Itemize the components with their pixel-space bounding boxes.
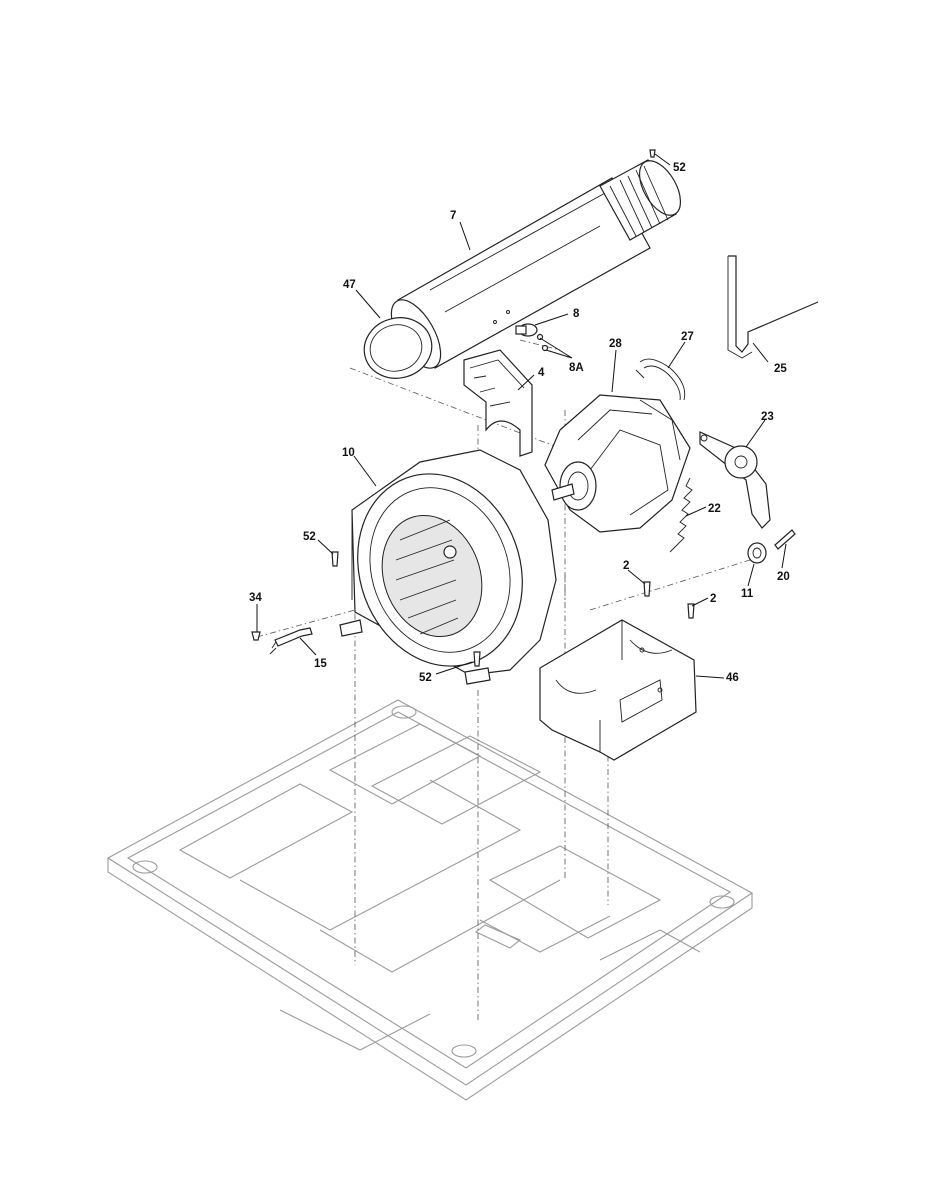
blower-housing-part-10 [339,449,557,685]
screw-part-52-top [649,149,656,158]
motor-part-28 [544,394,691,533]
callout-8: 8 [573,308,580,320]
callout-25: 25 [774,363,787,375]
idler-pulley-part-11 [747,542,767,564]
thermistor-part-15 [269,627,313,655]
callout-labels: 52 7 47 8 8A 4 28 27 25 23 10 22 52 20 2… [249,162,790,684]
screw-part-52-lower [473,651,481,667]
callout-52-top: 52 [673,162,686,174]
callout-4: 4 [538,367,545,379]
idler-spring-part-22 [669,477,693,553]
support-bracket-part-25 [727,255,819,359]
callout-52-mid: 52 [303,531,316,543]
clamp-ring-part-47 [363,317,433,379]
leader-lines [256,153,787,679]
screw-part-2-right [687,603,695,619]
screw-part-52-mid [331,551,339,567]
callout-46: 46 [726,672,739,684]
callout-22: 22 [708,503,721,515]
callout-8A: 8A [569,362,584,374]
callout-34: 34 [249,592,262,604]
callout-15: 15 [314,658,327,670]
idler-arm-part-23 [699,431,771,529]
motor-mount-part-46 [539,619,697,761]
callout-23: 23 [761,411,774,423]
callout-28: 28 [609,338,622,350]
callout-2-right: 2 [710,593,716,605]
callout-10: 10 [342,447,355,459]
screw-part-20 [774,529,796,550]
callout-47: 47 [343,279,356,291]
callout-27: 27 [681,331,694,343]
callout-52-lower: 52 [419,672,432,684]
callout-20: 20 [777,571,790,583]
base-panel [106,699,754,1101]
thermostat-part-8 [493,310,549,352]
callout-2-left: 2 [623,560,629,572]
motor-clip-part-27 [635,358,686,401]
callout-7: 7 [450,210,456,222]
screw-part-2-left [643,581,651,597]
screw-part-34 [251,631,261,641]
duct-bracket-part-4 [463,349,533,457]
callout-11: 11 [741,588,754,600]
